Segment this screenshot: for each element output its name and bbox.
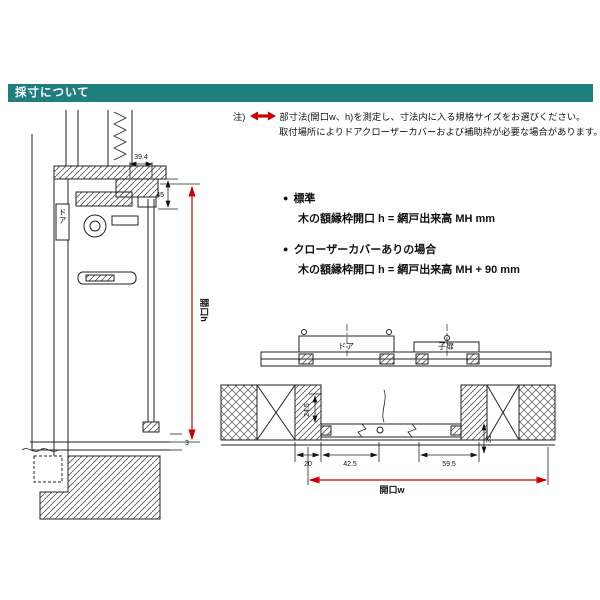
bullet-item-standard: ● 標準 木の額縁枠開口 h = 網戸出来高 MH mm: [283, 190, 520, 226]
dim-extension-lines: [294, 393, 549, 485]
horizontal-section-drawing: ドア 子扉: [220, 324, 556, 495]
opening-height-label: 開口h: [199, 298, 209, 322]
dim-24-5: 24.5: [304, 403, 311, 417]
dim-42-5: 42.5: [343, 461, 357, 468]
dimensions: 24.5 20 42.5 59.5 31 開口w: [294, 393, 549, 495]
red-double-arrow-icon: [250, 111, 277, 125]
bullet-formula: 木の額縁枠開口 h = 網戸出来高 MH + 90 mm: [298, 264, 520, 276]
note-text-2: 取付場所によりドアクローザーカバーおよび補助枠が必要な場合があります。: [279, 127, 600, 138]
wall-structure: [31, 110, 167, 450]
note-line1: 注) 部寸法(開口w、h)を測定し、寸法内に入る規格サイズをお選びください。: [233, 110, 595, 125]
bullet-item-closer-cover: ● クローザーカバーありの場合 木の額縁枠開口 h = 網戸出来高 MH + 90…: [283, 241, 520, 277]
child-door-label: 子扉: [438, 341, 454, 351]
note-prefix: 注): [233, 112, 246, 122]
door-label: ドア: [338, 342, 354, 351]
bullet-icon: ●: [283, 193, 289, 203]
vertical-section-drawing: ドア 39.4 45: [21, 110, 209, 520]
page-title: 採寸について: [8, 84, 593, 102]
dim-39-4: 39.4: [134, 154, 148, 161]
door-label: ドア: [58, 208, 67, 224]
door-label-box: [55, 203, 70, 241]
bullet-heading-text: 標準: [293, 193, 316, 205]
head-rail: [260, 324, 552, 367]
door-leaf-plan: [320, 389, 462, 438]
bullet-list: ● 標準 木の額縁枠開口 h = 網戸出来高 MH mm ● クローザーカバーありの…: [283, 190, 520, 292]
wall-plan: [220, 384, 556, 446]
bullet-icon: ●: [283, 244, 289, 254]
dim-20: 20: [304, 461, 312, 468]
dim-extension-lines: [80, 161, 200, 451]
dim-59-5: 59.5: [442, 461, 456, 468]
dim-3: 3: [185, 440, 189, 447]
bullet-heading: ● クローザーカバーありの場合: [283, 241, 520, 257]
sill-and-foundation: [21, 441, 170, 520]
note-text-1: 部寸法(開口w、h)を測定し、寸法内に入る規格サイズをお選びください。: [279, 112, 586, 122]
bullet-formula: 木の額縁枠開口 h = 網戸出来高 MH mm: [298, 213, 496, 225]
door-frame: [53, 179, 160, 456]
dim-45: 45: [156, 192, 164, 199]
dimensions: 39.4 45 3 開口h: [80, 154, 209, 451]
bullet-heading: ● 標準: [283, 190, 520, 206]
note-block: 注) 部寸法(開口w、h)を測定し、寸法内に入る規格サイズをお選びください。 取付…: [233, 110, 600, 140]
opening-width-label: 開口w: [379, 485, 405, 495]
dim-31: 31: [486, 435, 493, 443]
bullet-heading-text: クローザーカバーありの場合: [293, 244, 437, 256]
